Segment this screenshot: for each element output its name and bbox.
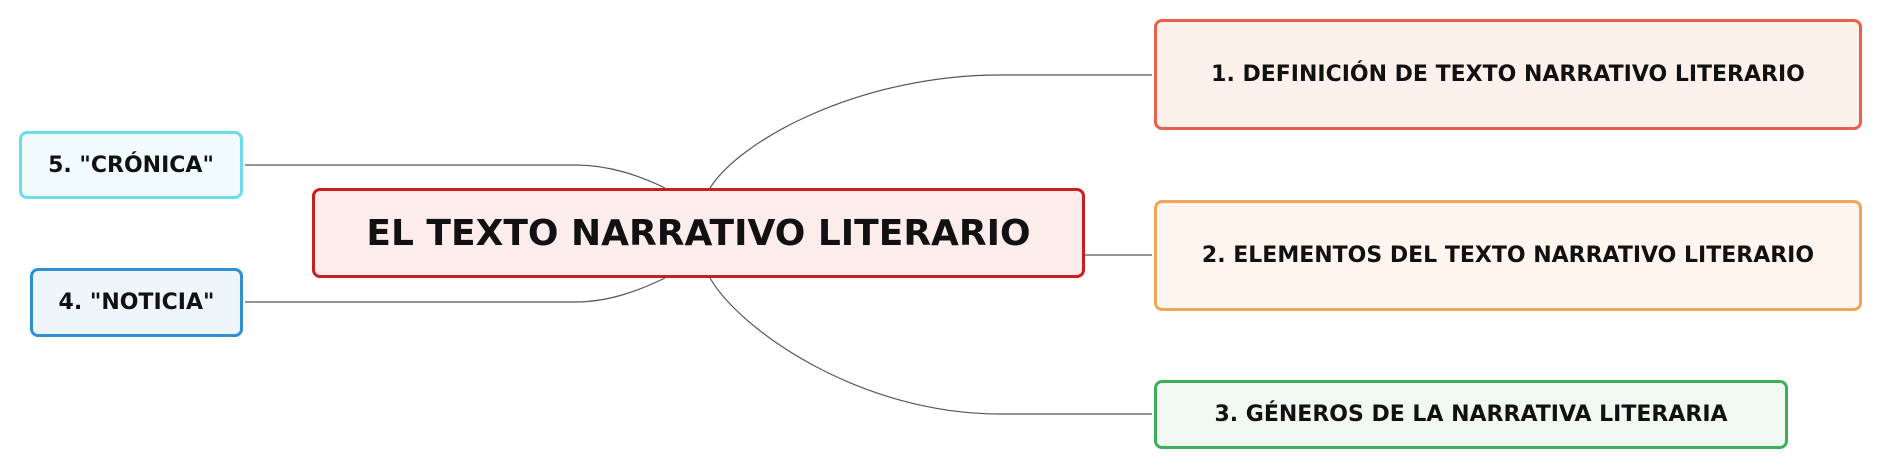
central-topic[interactable]: EL TEXTO NARRATIVO LITERARIO	[312, 188, 1085, 278]
connector-center-to-4	[245, 277, 666, 303]
branch-label-noticia: 4. "NOTICIA"	[58, 290, 215, 315]
connector-center-to-3	[709, 277, 1152, 415]
branch-node-elementos[interactable]: 2. ELEMENTOS DEL TEXTO NARRATIVO LITERAR…	[1154, 200, 1862, 311]
branch-label-definicion: 1. DEFINICIÓN DE TEXTO NARRATIVO LITERAR…	[1211, 62, 1805, 87]
branch-label-elementos: 2. ELEMENTOS DEL TEXTO NARRATIVO LITERAR…	[1201, 243, 1815, 268]
branch-node-cronica[interactable]: 5. "CRÓNICA"	[19, 131, 243, 199]
branch-node-noticia[interactable]: 4. "NOTICIA"	[30, 268, 243, 337]
connector-center-to-1	[709, 74, 1152, 189]
branch-label-cronica: 5. "CRÓNICA"	[48, 152, 214, 178]
central-topic-label: EL TEXTO NARRATIVO LITERARIO	[366, 212, 1031, 254]
connector-center-to-5	[245, 164, 666, 189]
branch-node-generos[interactable]: 3. GÉNEROS DE LA NARRATIVA LITERARIA	[1154, 380, 1788, 449]
branch-node-definicion[interactable]: 1. DEFINICIÓN DE TEXTO NARRATIVO LITERAR…	[1154, 19, 1862, 130]
branch-label-generos: 3. GÉNEROS DE LA NARRATIVA LITERARIA	[1214, 402, 1728, 427]
